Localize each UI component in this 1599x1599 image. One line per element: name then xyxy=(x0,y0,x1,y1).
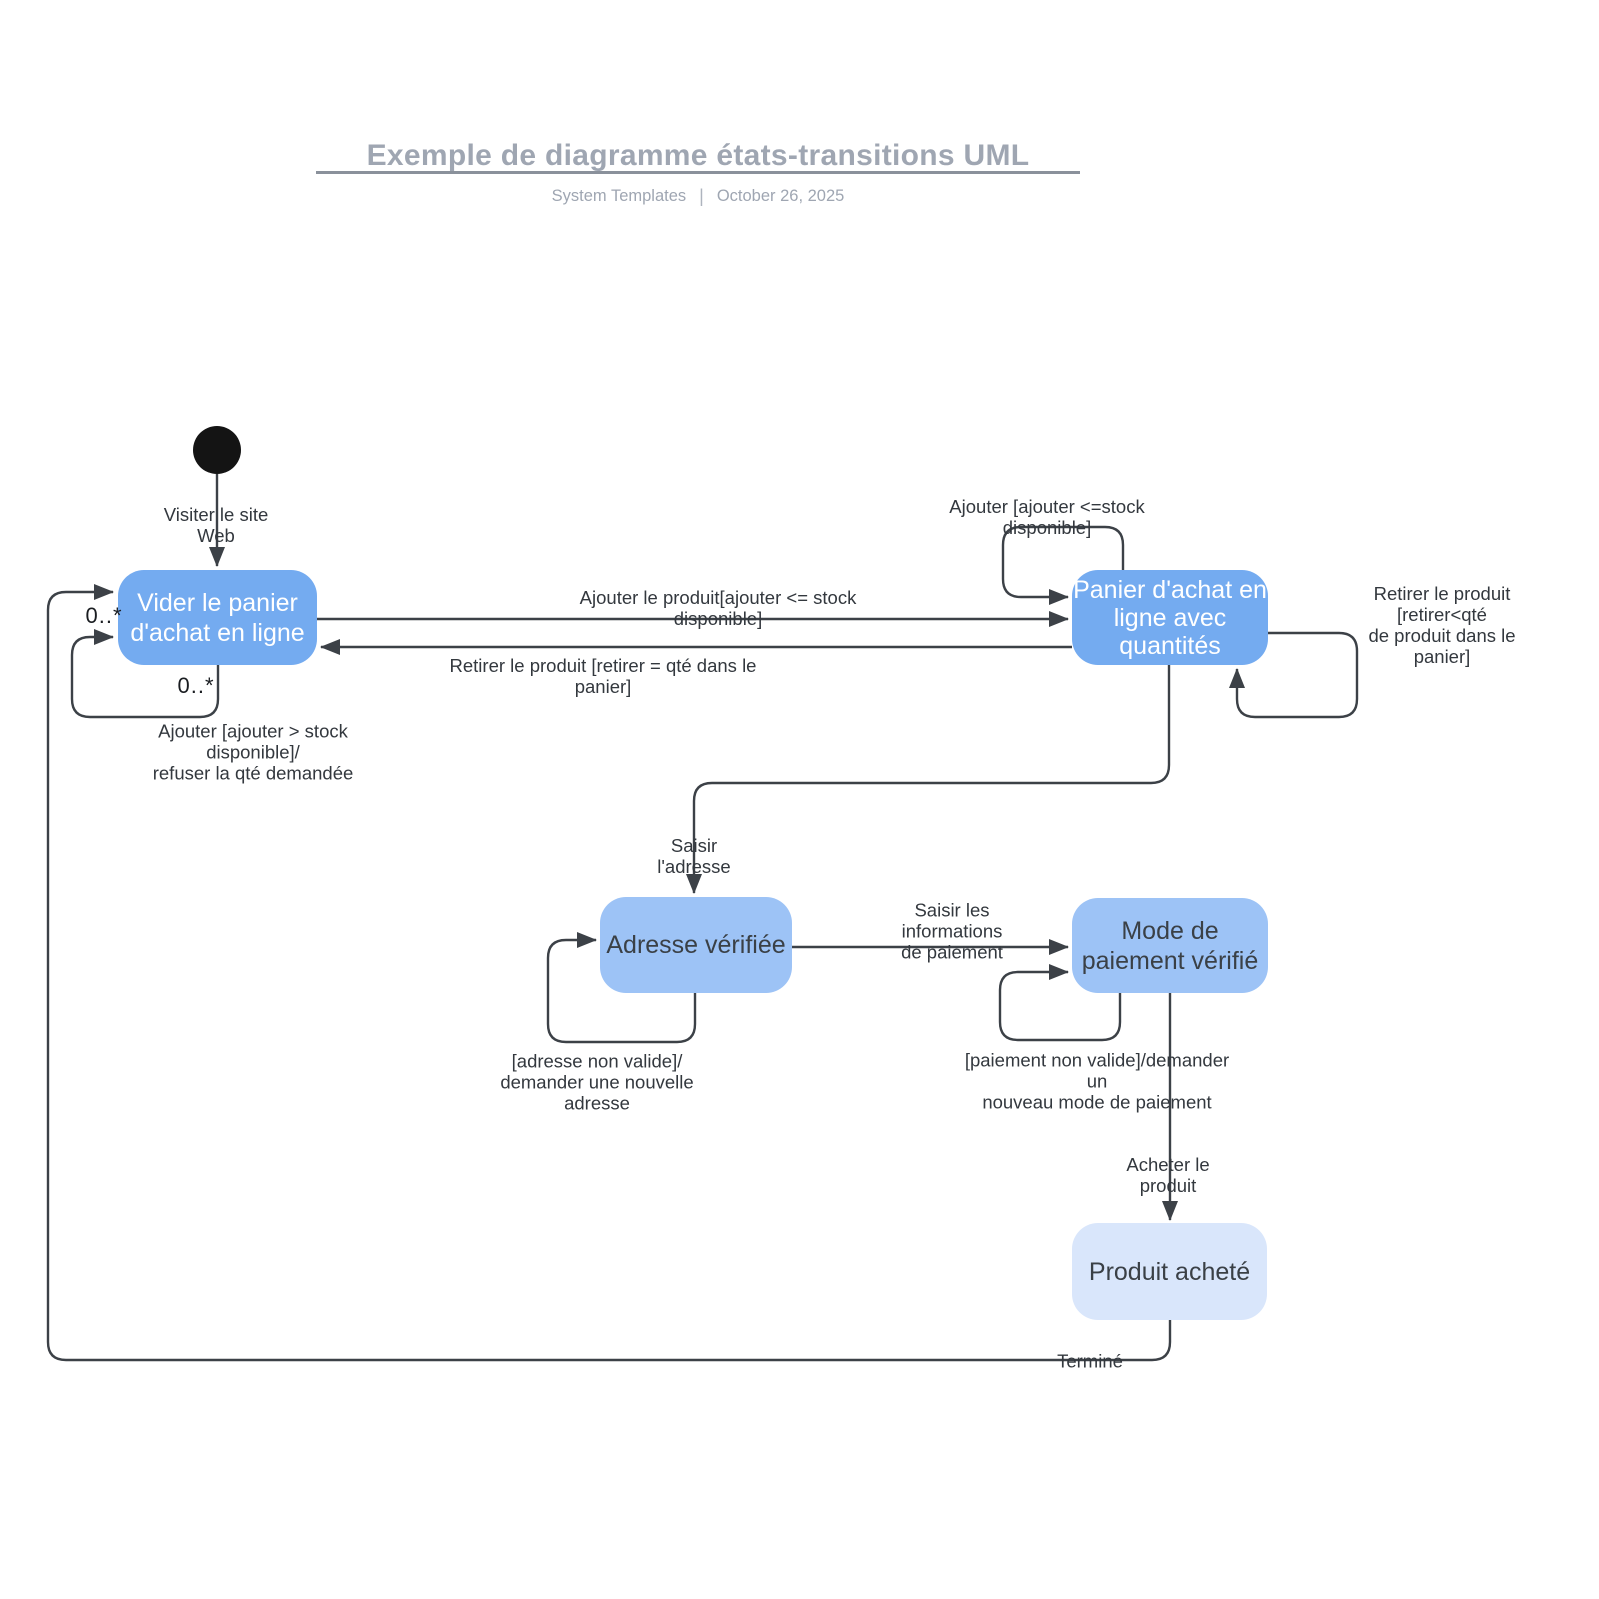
edge-termine-to-vider xyxy=(46,584,1172,1362)
state-mode-paiement[interactable]: Mode de paiement vérifié xyxy=(1072,898,1268,993)
initial-state-node[interactable] xyxy=(193,426,241,474)
byline: System Templates | October 26, 2025 xyxy=(552,186,845,207)
state-panier-achat[interactable]: Panier d'achat en ligne avec quantités xyxy=(1072,570,1268,665)
edge-label-termine: Terminé xyxy=(1057,1350,1123,1372)
edge-label-acheter-produit: Acheter le produit xyxy=(1126,1154,1210,1196)
edge-panier-to-adresse xyxy=(686,665,1171,894)
edge-label-multiplicity-upper: 0..* xyxy=(85,603,123,628)
byline-date: October 26, 2025 xyxy=(716,187,845,205)
byline-separator: | xyxy=(699,186,704,206)
state-vider-panier[interactable]: Vider le panier d'achat en ligne xyxy=(118,570,317,665)
state-adresse-verifiee[interactable]: Adresse vérifiée xyxy=(600,897,792,993)
edge-vider-self-loop xyxy=(70,629,220,719)
edge-label-ajouter-produit: Ajouter le produit[ajouter <= stock disp… xyxy=(579,587,857,629)
edge-panier-self-loop-top xyxy=(1001,525,1125,605)
edge-mode-self-loop xyxy=(998,964,1122,1042)
edge-label-retirer-egal: Retirer le produit [retirer = qté dans l… xyxy=(449,655,757,697)
edge-label-multiplicity-lower: 0..* xyxy=(177,673,215,698)
edge-label-ajouter-refuser: Ajouter [ajouter > stock disponible]/ re… xyxy=(152,720,354,784)
edge-label-paiement-non-valide: [paiement non valide]/demander un nouvea… xyxy=(964,1049,1230,1113)
edge-label-saisir-adresse: Saisir l'adresse xyxy=(657,835,731,877)
edge-adresse-self-loop xyxy=(546,932,697,1044)
edge-label-retirer-inferieur: Retirer le produit [retirer<qté de produ… xyxy=(1368,583,1516,667)
state-produit-achete[interactable]: Produit acheté xyxy=(1072,1223,1267,1320)
page-title: Exemple de diagramme états-transitions U… xyxy=(366,139,1030,172)
edge-label-adresse-non-valide: [adresse non valide]/ demander une nouve… xyxy=(500,1050,694,1114)
edge-panier-self-loop-right xyxy=(1229,631,1359,719)
edge-label-visiter-site: Visiter le site Web xyxy=(163,504,269,546)
edge-label-ajouter-stock: Ajouter [ajouter <=stock disponible] xyxy=(949,496,1145,538)
byline-author: System Templates xyxy=(551,187,687,205)
title-divider xyxy=(316,171,1080,174)
edge-label-saisir-infos: Saisir les informations de paiement xyxy=(901,899,1003,963)
